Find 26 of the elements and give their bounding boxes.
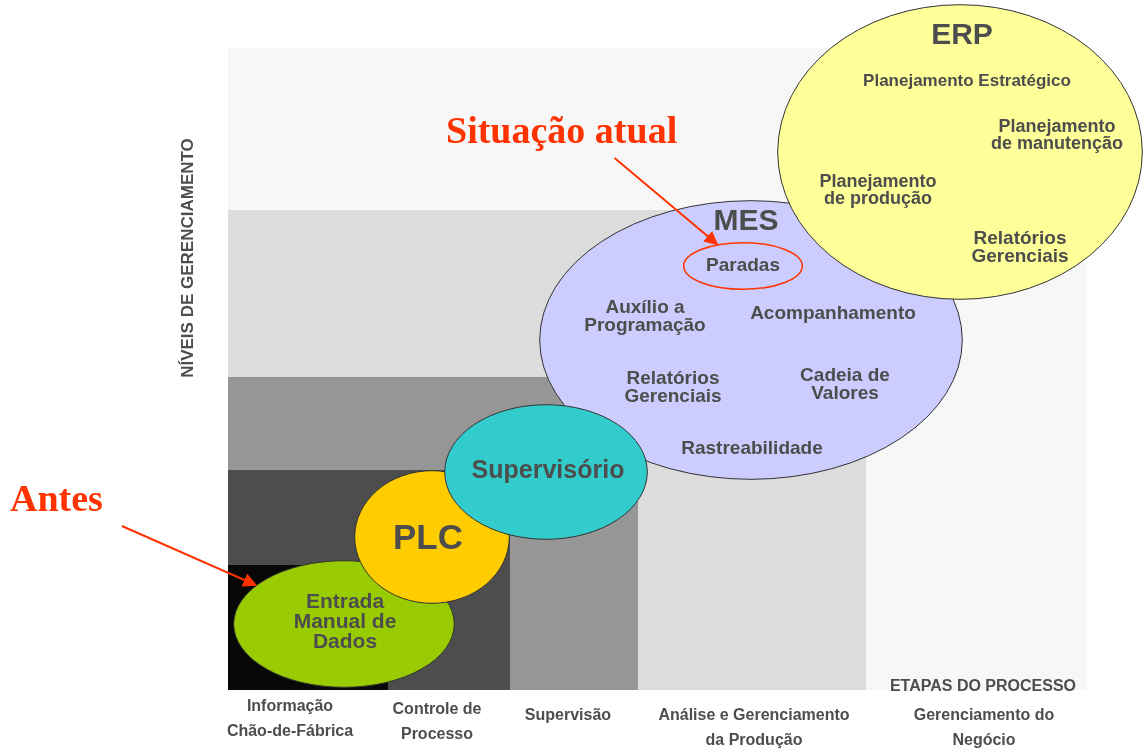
function-text: Rastreabilidade [680,439,824,458]
stage-label: Análise e Gerenciamento da Produção [657,705,851,750]
callout-text: Situação atual [446,110,678,152]
axis-title: ETAPAS DO PROCESSO [888,676,1078,696]
ellipse-title: MES [712,206,780,235]
function-text: PLC [392,520,464,554]
arrow [613,157,719,246]
function-text: Supervisório [470,458,626,482]
arrow [120,525,258,587]
function-text: Relatórios Gerenciais [623,369,723,406]
function-text: Paradas [705,256,781,275]
function-text: Planejamento de produção [818,173,938,208]
ellipse-title: ERP [930,20,994,49]
stage-label: Supervisão [523,705,613,725]
function-text: Planejamento Estratégico [862,73,1072,90]
callout-text: Antes [10,478,103,520]
function-text: Auxílio a Programação [583,298,707,335]
function-text: Entrada Manual de Dados [292,591,398,651]
function-text: Acompanhamento [749,304,917,323]
function-text: Planejamento de manutenção [990,118,1124,153]
function-text: Cadeia de Valores [799,366,891,403]
function-text: Relatórios Gerenciais [970,229,1070,266]
stage-label: Gerenciamento do Negócio [912,705,1056,750]
axis-title: NÍVEIS DE GERENCIAMENTO [177,137,198,380]
stage-label: Controle de Processo [391,699,483,744]
stage-label: Informação Chão-de-Fábrica [225,696,355,741]
